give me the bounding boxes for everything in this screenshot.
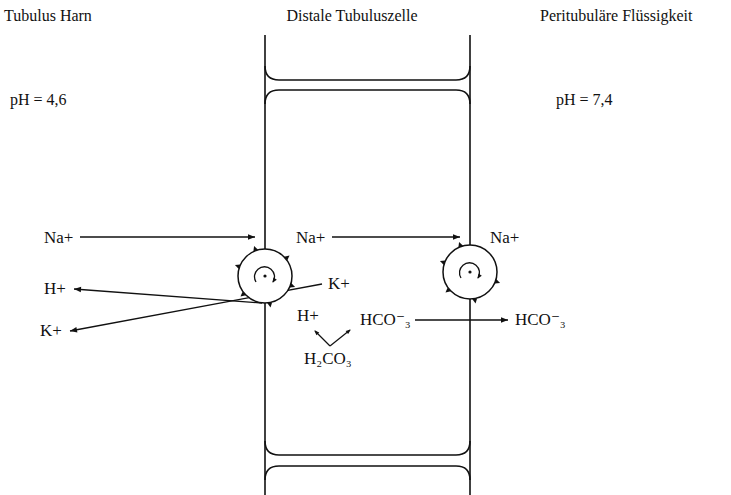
pump-tick <box>439 259 445 265</box>
pump-circle <box>443 245 497 299</box>
ion-arrow <box>415 319 508 320</box>
ion-label: HCO⁻₃ <box>360 311 411 328</box>
ion-label: HCO⁻₃ <box>515 311 566 328</box>
pump-tick <box>457 241 463 247</box>
pump-circle <box>238 249 292 303</box>
cell-border <box>265 66 470 80</box>
rotation-arrow <box>460 263 480 278</box>
cell-border <box>265 441 470 455</box>
rotation-arrow <box>255 267 275 282</box>
pump-tick <box>252 245 258 251</box>
ion-label: Na+ <box>490 229 519 246</box>
ph-value: pH = 7,4 <box>556 92 613 108</box>
pump-tick <box>284 254 291 261</box>
ion-label: Na+ <box>296 229 325 246</box>
ion-arrow <box>80 236 255 237</box>
ion-label: K+ <box>328 275 350 292</box>
cell-border <box>265 90 470 104</box>
ion-label: H+ <box>297 307 319 324</box>
ion-label: H+ <box>44 280 66 297</box>
ion-pump <box>234 245 296 308</box>
pump-tick <box>267 302 273 308</box>
pump-center <box>468 270 471 273</box>
cell-border <box>265 466 470 480</box>
pump-tick <box>239 291 246 298</box>
pump-tick <box>234 263 240 269</box>
pump-center <box>263 274 266 277</box>
ph-value: pH = 4,6 <box>10 92 67 108</box>
pump-tick <box>444 287 451 294</box>
reaction-arrow <box>330 330 350 346</box>
ion-arrow <box>332 236 460 237</box>
pump-tick <box>472 298 478 304</box>
ion-pump <box>439 241 501 304</box>
ion-label: Na+ <box>44 229 73 246</box>
pump-tick <box>495 279 501 285</box>
compound-label: H₂CO₃ <box>304 350 352 367</box>
reaction-arrow <box>315 331 330 346</box>
pump-tick <box>290 283 296 289</box>
ion-label: K+ <box>40 322 62 339</box>
region-label: Distale Tubuluszelle <box>286 8 417 24</box>
region-label: Tubulus Harn <box>4 8 92 24</box>
region-label: Peritubuläre Flüssigkeit <box>540 8 692 24</box>
